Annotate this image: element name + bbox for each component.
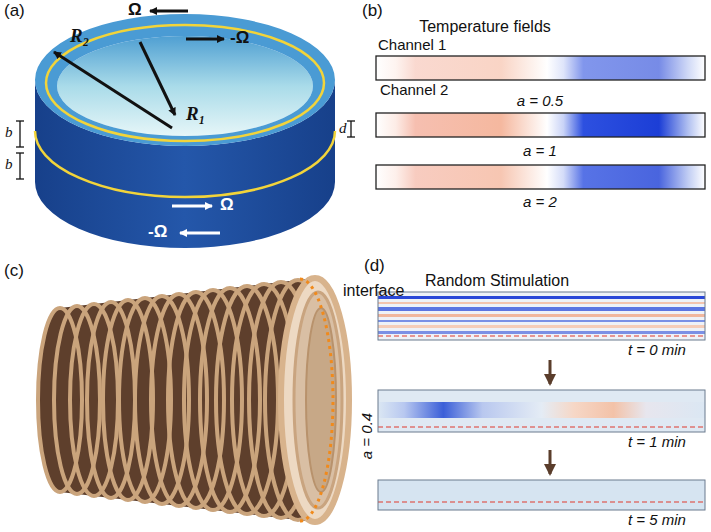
time-label: t = 1 min [628, 434, 686, 451]
rotation-label: -Ω [230, 29, 249, 48]
radius-label: R₂ [70, 26, 89, 47]
panel-letter: (c) [4, 262, 24, 281]
dimension-label: b [5, 156, 13, 173]
parameter-label: a = 0.4 [359, 413, 376, 459]
rotation-label: Ω [128, 1, 142, 20]
time-label: t = 5 min [628, 512, 686, 529]
radius-label: R₁ [186, 104, 205, 125]
rotation-label: Ω [220, 196, 234, 215]
panel-title: Random Stimulation [425, 272, 569, 290]
parameter-label: a = 1 [523, 143, 557, 160]
interface-label: interface [343, 282, 404, 300]
rotation-label: -Ω [148, 223, 167, 242]
channel-label: Channel 2 [380, 82, 448, 99]
dimension-label: d [339, 120, 347, 137]
panel-letter: (d) [364, 257, 385, 276]
panel-letter: (a) [4, 2, 25, 21]
parameter-label: a = 0.5 [517, 93, 563, 110]
parameter-label: a = 2 [523, 194, 557, 211]
dimension-label: b [5, 124, 13, 141]
channel-label: Channel 1 [378, 37, 446, 54]
time-label: t = 0 min [628, 342, 686, 359]
panel-title: Temperature fields [419, 18, 551, 36]
panel-letter: (b) [362, 2, 383, 21]
